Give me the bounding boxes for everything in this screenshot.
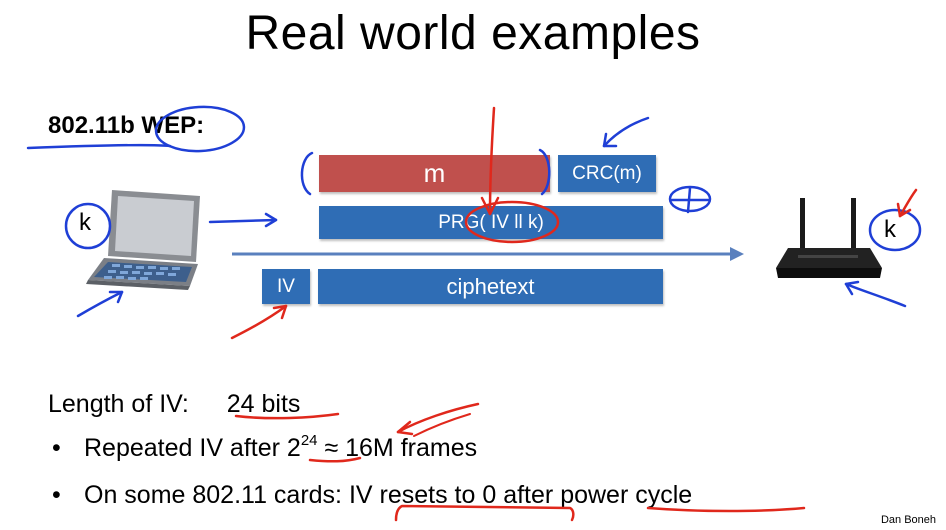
author-credit: Dan Boneh [880,514,936,526]
prg-box: PRG( IV ll k) [319,206,663,239]
iv-length-label: Length of IV: [48,390,189,418]
bullet2-reset-phrase: IV resets to 0 [348,481,497,509]
section-label: 802.11b WEP: [48,112,205,139]
iv-box: IV [262,269,310,304]
bullet-repeated-iv: Repeated IV after 224 ≈ 16M frames [84,432,478,463]
ciphertext-box: ciphetext [318,269,663,304]
bullet1-suffix: ≈ 16M frames [317,434,478,462]
bullet2-power-cycle: power cycle [560,481,693,509]
crc-box: CRC(m) [558,155,656,192]
bullet-iv-reset: On some 802.11 cards: IV resets to 0 aft… [84,481,692,510]
bullet2-after: after [496,481,561,509]
iv-length-value: 24 bits [226,390,301,418]
iv-length-line: Length of IV: 24 bits [48,390,300,419]
bullet2-prefix: On some 802.11 cards: [84,481,349,509]
bullet1-prefix: Repeated IV after 2 [84,434,301,462]
router-key-label: k [884,216,896,243]
message-box: m [319,155,550,192]
bullet-dot: • [52,434,61,462]
slide-title: Real world examples [245,7,701,60]
bullet-dot: • [52,481,61,509]
bullet1-exponent: 24 [300,432,318,449]
laptop-key-label: k [79,209,91,236]
